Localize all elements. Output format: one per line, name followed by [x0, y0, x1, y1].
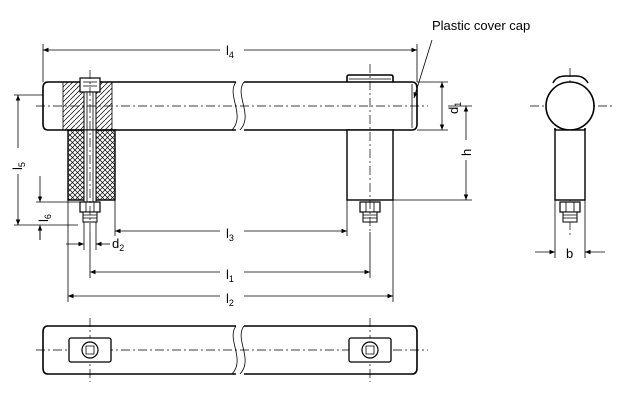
- top-view-right-screw: [361, 341, 379, 359]
- front-view: [36, 64, 428, 232]
- label-l1: l1: [226, 267, 234, 284]
- cover-cap: [346, 74, 394, 82]
- label-plastic-cover-cap: Plastic cover cap: [432, 18, 530, 33]
- dimensions: l4 Plastic cover cap l5 l6 d1 h: [8, 18, 530, 308]
- label-l2: l2: [226, 291, 234, 308]
- side-view-leg: [554, 129, 586, 201]
- side-view: b: [530, 68, 612, 261]
- label-l3: l3: [226, 226, 234, 243]
- label-l5: l5: [10, 162, 27, 170]
- top-view-left-screw: [81, 341, 99, 359]
- label-b: b: [566, 246, 573, 261]
- label-d2: d2: [112, 236, 124, 253]
- label-l4: l4: [226, 43, 234, 60]
- side-view-grip-circle: [545, 81, 595, 131]
- top-view: [36, 318, 428, 382]
- right-leg: [346, 129, 394, 201]
- break-line-left: [231, 81, 238, 131]
- break-line-right: [239, 81, 246, 131]
- label-h: h: [459, 149, 474, 156]
- side-view-nut: [559, 201, 581, 213]
- label-d1: d1: [446, 102, 463, 114]
- label-l6: l6: [36, 214, 53, 222]
- leader-cover-cap: [413, 39, 433, 99]
